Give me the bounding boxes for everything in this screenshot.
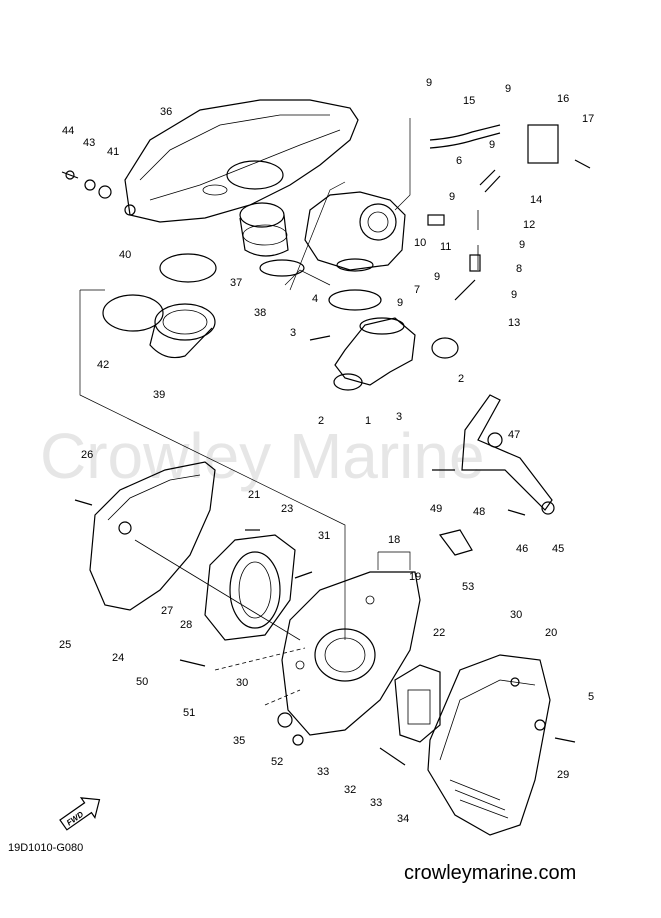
reference-lines — [79, 118, 411, 706]
callout-39: 39 — [153, 389, 165, 401]
callout-40: 40 — [119, 249, 131, 261]
callout-32: 32 — [344, 784, 356, 796]
joint-and-clamps — [102, 202, 382, 332]
callout-24: 24 — [112, 652, 124, 664]
callout-35: 35 — [233, 735, 245, 747]
fasteners — [61, 159, 591, 766]
callout-29: 29 — [557, 769, 569, 781]
callout-34: 34 — [397, 813, 409, 825]
callout-26: 26 — [81, 449, 93, 461]
callout-20: 20 — [545, 627, 557, 639]
callout-53: 53 — [462, 581, 474, 593]
callout-9b: 9 — [505, 83, 511, 95]
callout-30a: 30 — [510, 609, 522, 621]
callout-2b: 2 — [318, 415, 324, 427]
callout-30b: 30 — [236, 677, 248, 689]
callout-41: 41 — [107, 146, 119, 158]
callout-1: 1 — [365, 415, 371, 427]
cap-39 — [149, 303, 216, 359]
callout-9a: 9 — [426, 77, 432, 89]
callout-2: 2 — [458, 373, 464, 385]
callout-17: 17 — [582, 113, 594, 125]
callout-51: 51 — [183, 707, 195, 719]
callout-7: 7 — [414, 284, 420, 296]
fwd-label: FWD — [65, 810, 85, 828]
callout-43: 43 — [83, 137, 95, 149]
callout-22: 22 — [433, 627, 445, 639]
callout-50: 50 — [136, 676, 148, 688]
callout-46: 46 — [516, 543, 528, 555]
filter-case-18 — [281, 571, 421, 736]
callout-19: 19 — [409, 571, 421, 583]
cover-20 — [427, 654, 551, 836]
callout-9e: 9 — [519, 239, 525, 251]
callout-49: 49 — [430, 503, 442, 515]
filter-element-23 — [204, 534, 296, 641]
intake-manifold-1 — [333, 317, 459, 391]
callout-15: 15 — [463, 95, 475, 107]
callout-36: 36 — [160, 106, 172, 118]
callout-52: 52 — [271, 756, 283, 768]
callout-14: 14 — [530, 194, 542, 206]
callout-9g: 9 — [511, 289, 517, 301]
throttle-body — [304, 191, 406, 272]
callout-25: 25 — [59, 639, 71, 651]
callout-5: 5 — [588, 691, 594, 703]
duct-22 — [394, 664, 441, 743]
callout-3b: 3 — [396, 411, 402, 423]
callout-27: 27 — [161, 605, 173, 617]
fwd-arrow-icon: FWD — [59, 797, 101, 831]
callout-45: 45 — [552, 543, 564, 555]
callout-33b: 33 — [370, 797, 382, 809]
callout-3: 3 — [290, 327, 296, 339]
callout-4: 4 — [312, 293, 318, 305]
callout-38: 38 — [254, 307, 266, 319]
filter-case-24 — [89, 461, 301, 641]
callout-9c: 9 — [489, 139, 495, 151]
watermark-text: Crowley Marine — [40, 420, 485, 492]
callout-11: 11 — [440, 241, 451, 253]
bracket-48 — [461, 394, 555, 515]
site-url[interactable]: crowleymarine.com — [404, 862, 577, 884]
callout-13: 13 — [508, 317, 520, 329]
callout-9d: 9 — [449, 191, 455, 203]
callout-47: 47 — [508, 429, 520, 441]
callout-6: 6 — [456, 155, 462, 167]
callout-12: 12 — [523, 219, 535, 231]
callout-18: 18 — [388, 534, 400, 546]
callout-42: 42 — [97, 359, 109, 371]
callout-23: 23 — [281, 503, 293, 515]
callout-8: 8 — [516, 263, 522, 275]
callout-48: 48 — [473, 506, 485, 518]
callout-31: 31 — [318, 530, 330, 542]
callout-16: 16 — [557, 93, 569, 105]
callout-21: 21 — [248, 489, 260, 501]
callout-labels: 1 2 2 3 3 4 5 6 7 8 9 9 9 9 9 9 9 9 10 1… — [59, 77, 594, 825]
callout-10: 10 — [414, 237, 426, 249]
callout-9h: 9 — [397, 297, 403, 309]
air-duct-36 — [124, 99, 359, 223]
callout-28: 28 — [180, 619, 192, 631]
callout-9f: 9 — [434, 271, 440, 283]
callout-44: 44 — [62, 125, 74, 137]
breather-hoses — [427, 124, 559, 301]
callout-33a: 33 — [317, 766, 329, 778]
callout-37: 37 — [230, 277, 242, 289]
drawing-code: 19D1010-G080 — [8, 842, 84, 854]
